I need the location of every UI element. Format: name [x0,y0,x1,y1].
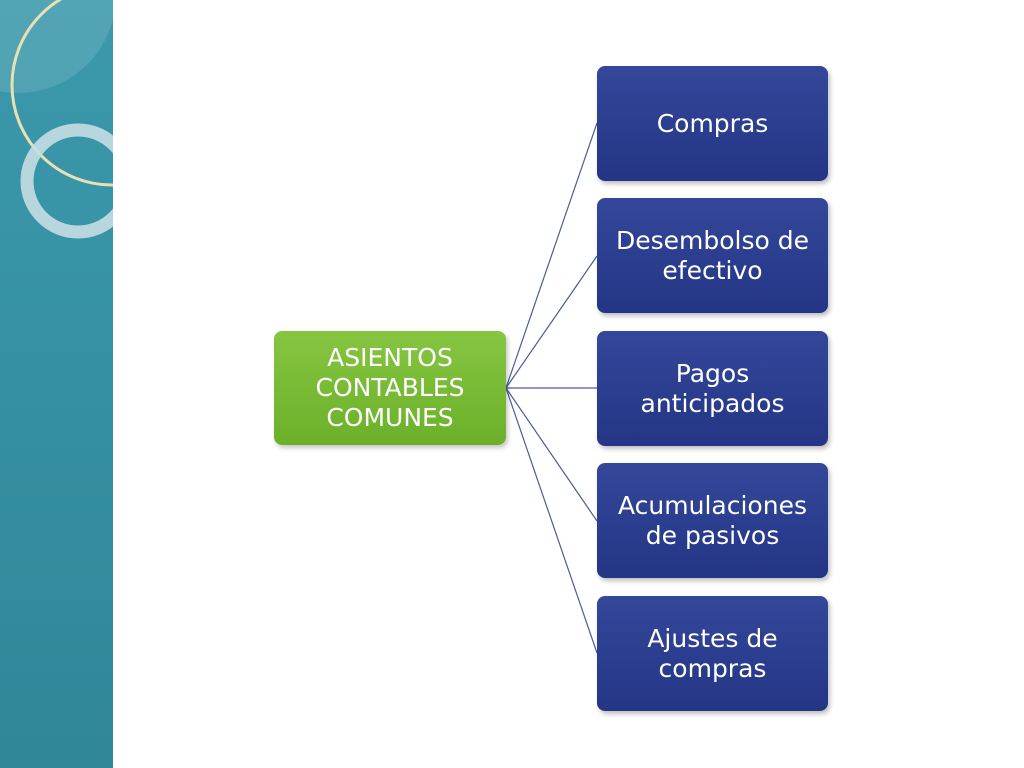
child-node-label: Ajustes de compras [647,623,778,683]
connector-compras [505,122,598,389]
child-node-ajustes: Ajustes de compras [597,596,828,711]
side-band [0,0,113,768]
decorative-rings [0,0,113,239]
root-node-label: ASIENTOS CONTABLES COMUNES [315,343,465,432]
child-node-compras: Compras [597,66,828,181]
child-node-desembolso: Desembolso de efectivo [597,198,828,313]
child-node-label: Compras [656,108,769,138]
decor-shade-circle [0,0,113,93]
root-node: ASIENTOS CONTABLES COMUNES [274,331,506,445]
connector-acumulaciones [505,387,598,522]
child-node-label: Desembolso de efectivo [615,225,810,285]
child-node-acumulaciones: Acumulaciones de pasivos [597,463,828,578]
connector-desembolso [505,255,598,389]
child-node-pagos: Pagos anticipados [597,331,828,446]
decor-gold-ring [10,0,113,187]
connector-ajustes [505,387,598,654]
decor-silver-ring [20,123,113,239]
child-node-label: Pagos anticipados [640,358,785,418]
child-node-label: Acumulaciones de pasivos [618,490,807,550]
